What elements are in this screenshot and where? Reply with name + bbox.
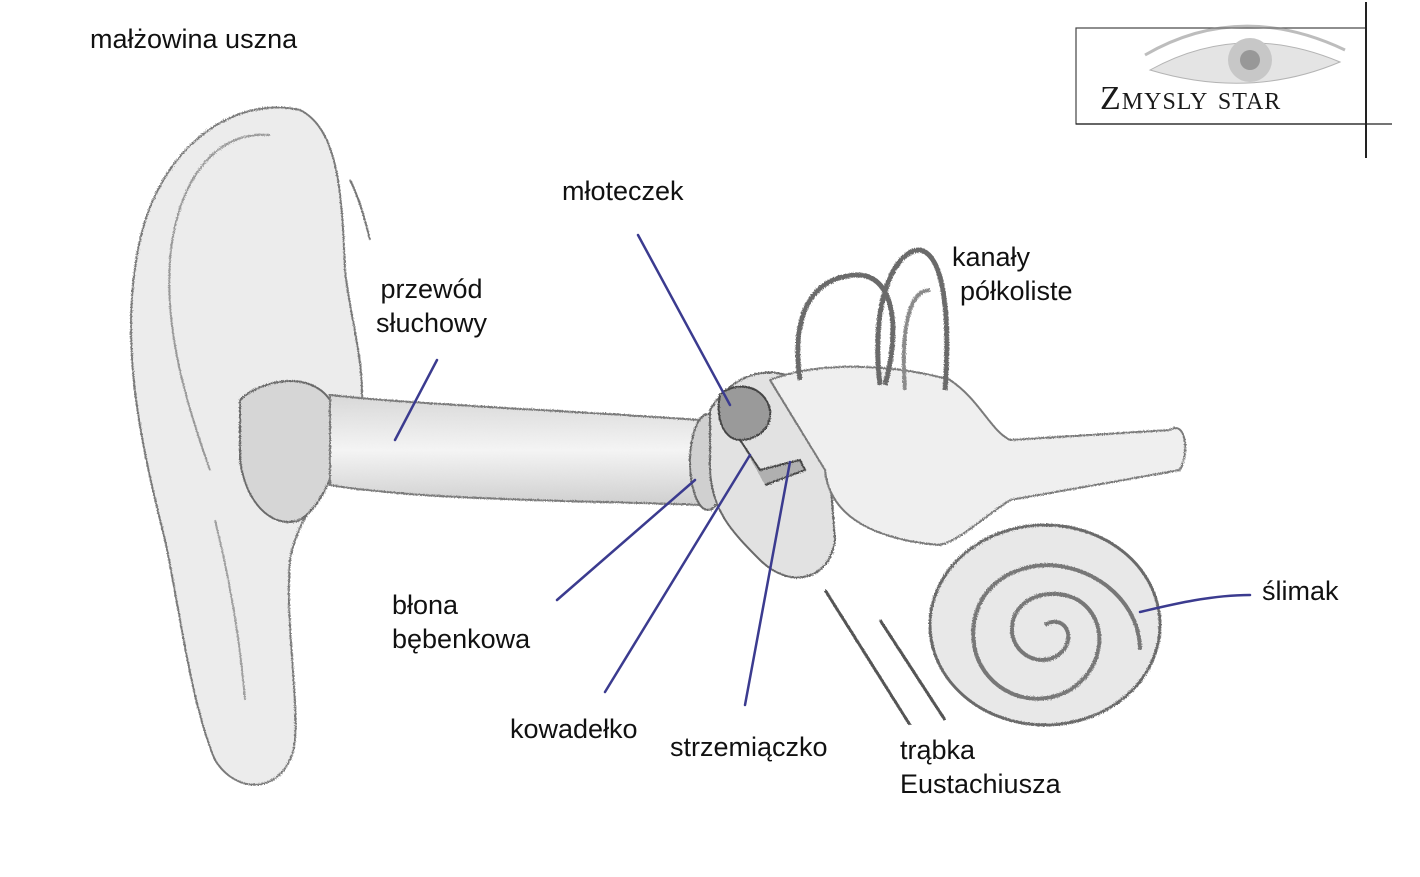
logo — [1075, 2, 1392, 158]
pointer-eardrum — [555, 478, 697, 602]
logo-text: Zmysly star — [1100, 80, 1282, 117]
eye-icon — [1144, 24, 1346, 84]
label-semicircular-canals: kanały półkoliste — [952, 242, 1073, 306]
pointer-cochlea — [1138, 593, 1252, 614]
ear-canal-shape — [329, 393, 701, 507]
eustachian-tube-shape — [823, 589, 912, 726]
pointer-ear-canal — [393, 358, 439, 442]
label-pinna: małżowina uszna — [90, 24, 298, 54]
label-eustachian-tube: trąbka Eustachiusza — [900, 735, 1061, 799]
pointer-incus — [603, 453, 752, 694]
pointer-lines — [393, 233, 1252, 707]
label-eardrum: błona bębenkowa — [392, 590, 531, 654]
cochlea-shape — [928, 523, 1162, 727]
label-malleus: młoteczek — [562, 176, 684, 206]
label-stapes: strzemiączko — [670, 732, 828, 762]
label-cochlea: ślimak — [1262, 576, 1339, 606]
label-ear-canal: przewód słuchowy — [376, 274, 488, 338]
ear-sketch — [129, 106, 1187, 786]
label-incus: kowadełko — [510, 714, 638, 744]
pointer-stapes — [743, 460, 792, 707]
canals-shape — [795, 272, 896, 386]
pointer-malleus — [636, 233, 732, 407]
